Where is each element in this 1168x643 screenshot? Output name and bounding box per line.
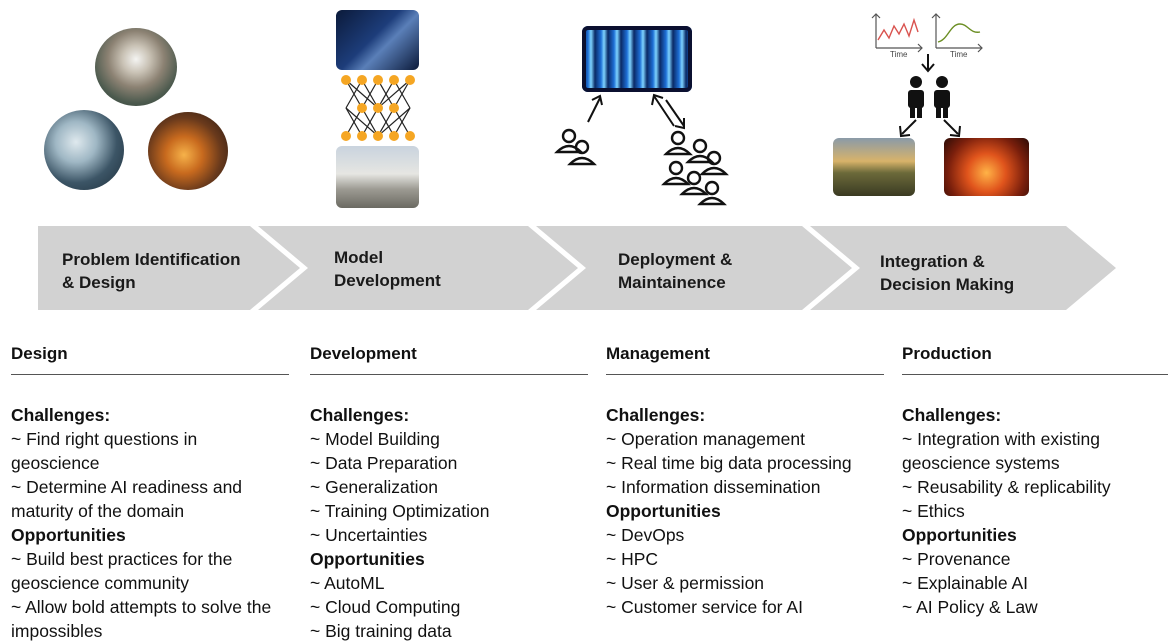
challenge-item: ~ Integration with existing geoscience s… — [902, 429, 1100, 473]
challenge-item: ~ Model Building — [310, 429, 440, 449]
column-body: Challenges: ~ Model Building ~ Data Prep… — [310, 403, 588, 643]
opportunity-item: ~ DevOps — [606, 525, 685, 545]
server-image — [582, 26, 692, 92]
opportunity-item: ~ Build best practices for the geoscienc… — [11, 549, 233, 593]
challenge-item: ~ Operation management — [606, 429, 805, 449]
opportunity-item: ~ User & permission — [606, 573, 765, 593]
challenge-item: ~ Training Optimization — [310, 501, 490, 521]
smooth-trend-chart-icon — [931, 13, 983, 53]
challenge-item: ~ Uncertainties — [310, 525, 428, 545]
stage-chevron-2 — [258, 226, 578, 310]
process-arrow — [38, 226, 1116, 310]
stage-chevron-4 — [810, 226, 1116, 310]
stage-label-deployment: Deployment & Maintainence — [618, 250, 733, 292]
challenge-item: ~ Reusability & replicability — [902, 477, 1111, 497]
opportunities-heading: Opportunities — [11, 525, 126, 545]
fire-image — [944, 138, 1029, 196]
wildfire-image — [148, 112, 228, 190]
sea-ice-image — [44, 110, 124, 190]
opportunity-item: ~ Provenance — [902, 549, 1011, 569]
column-body: Challenges: ~ Integration with existing … — [902, 403, 1168, 619]
opportunity-item: ~ Allow bold attempts to solve the impos… — [11, 597, 272, 641]
opportunity-item: ~ HPC — [606, 549, 659, 569]
opportunity-item: ~ Explainable AI — [902, 573, 1028, 593]
stage-chevron-1 — [38, 226, 300, 310]
column-divider — [902, 374, 1168, 375]
challenges-heading: Challenges: — [11, 405, 111, 425]
opportunity-item: ~ AI Policy & Law — [902, 597, 1038, 617]
stage-chevron-3 — [536, 226, 852, 310]
opportunities-heading: Opportunities — [606, 501, 721, 521]
column-divider — [11, 374, 289, 375]
column-divider — [310, 374, 588, 375]
landscape-image — [833, 138, 915, 196]
column-title: Development — [310, 344, 417, 363]
column-title: Design — [11, 344, 68, 363]
challenge-item: ~ Data Preparation — [310, 453, 458, 473]
single-user-group-icon — [554, 128, 597, 166]
decision-makers-icon — [899, 54, 961, 138]
opportunity-item: ~ Big training data — [310, 621, 452, 641]
stage-label-integration: Integration & Decision Making — [880, 252, 1015, 294]
column-title: Production — [902, 344, 992, 363]
challenge-item: ~ Find right questions in geoscience — [11, 429, 198, 473]
volcano-image — [95, 28, 177, 106]
opportunity-item: ~ Cloud Computing — [310, 597, 461, 617]
multi-user-group-icon — [661, 130, 729, 206]
deployment-arrows-icon — [587, 93, 685, 130]
challenges-heading: Challenges: — [310, 405, 410, 425]
trend-axis-label-1: Time — [890, 50, 908, 59]
stage-label-problem-identification: Problem Identification & Design — [62, 250, 241, 292]
challenge-item: ~ Generalization — [310, 477, 438, 497]
challenges-heading: Challenges: — [606, 405, 706, 425]
opportunities-heading: Opportunities — [902, 525, 1017, 545]
power-plant-image — [336, 146, 419, 208]
stage-label-model-development: Model Development — [334, 248, 441, 290]
opportunity-item: ~ Customer service for AI — [606, 597, 803, 617]
trend-axis-label-2: Time — [950, 50, 968, 59]
opportunities-heading: Opportunities — [310, 549, 425, 569]
trend-chart-icon — [871, 13, 923, 53]
challenge-item: ~ Information dissemination — [606, 477, 821, 497]
neural-network-icon — [341, 75, 415, 141]
column-body: Challenges: ~ Operation management ~ Rea… — [606, 403, 884, 619]
column-divider — [606, 374, 884, 375]
column-body: Challenges: ~ Find right questions in ge… — [11, 403, 289, 643]
challenges-heading: Challenges: — [902, 405, 1002, 425]
column-title: Management — [606, 344, 710, 363]
satellite-image — [336, 10, 419, 70]
challenge-item: ~ Ethics — [902, 501, 965, 521]
challenge-item: ~ Determine AI readiness and maturity of… — [11, 477, 243, 521]
opportunity-item: ~ AutoML — [310, 573, 385, 593]
challenge-item: ~ Real time big data processing — [606, 453, 852, 473]
